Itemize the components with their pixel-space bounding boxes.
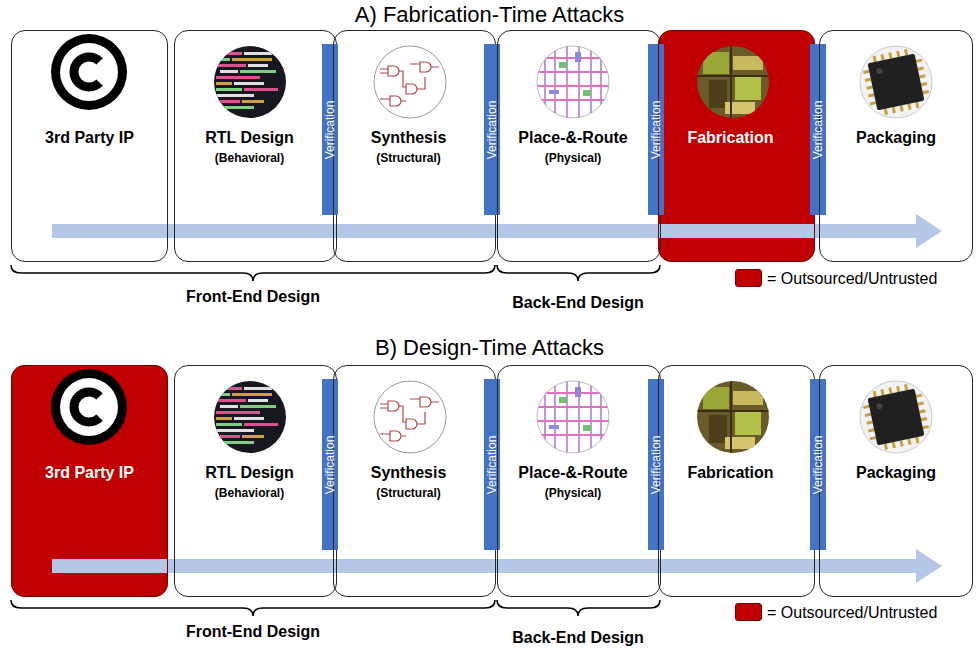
untrusted-stage-box: 3rd Party IP [11, 365, 168, 597]
stage-name: Fabrication [687, 463, 773, 482]
package-icon [860, 381, 932, 453]
untrusted-stage-box: Fabrication [658, 30, 815, 262]
stage-box: Synthesis (Structural) [333, 30, 496, 262]
legend-entry: = Outsourced/Untrusted [735, 603, 965, 623]
stage-name: Fabrication [687, 128, 773, 147]
panel-title: A) Fabrication-Time Attacks [0, 2, 979, 28]
die-icon [697, 381, 769, 453]
stage-name: Packaging [856, 128, 936, 147]
stage-box: RTL Design (Behavioral) [174, 30, 337, 262]
stage-name: Packaging [856, 463, 936, 482]
stage-name: Synthesis [371, 463, 447, 482]
verification-label: Verification [650, 435, 662, 494]
brace [11, 600, 495, 616]
brace [497, 600, 660, 616]
stage-name: 3rd Party IP [45, 128, 134, 147]
layout-icon [533, 377, 613, 457]
layout-icon [533, 42, 613, 122]
netlist-icon [374, 46, 446, 118]
stage-name: Place-&-Route [518, 128, 627, 147]
panel-title: B) Design-Time Attacks [0, 335, 979, 361]
verification-label: Verification [486, 435, 498, 494]
verification-label: Verification [812, 435, 824, 494]
stage-box: Packaging [819, 365, 973, 597]
bracket-label: Back-End Design [458, 628, 698, 647]
package-icon [860, 46, 932, 118]
stage-level: (Structural) [376, 486, 441, 500]
bracket-label: Front-End Design [133, 622, 373, 641]
stage-name: RTL Design [205, 463, 294, 482]
verification-box: Verification [648, 379, 664, 550]
verification-label: Verification [650, 100, 662, 159]
brace [497, 265, 660, 281]
legend-text: = Outsourced/Untrusted [767, 603, 937, 622]
stage-name: Synthesis [371, 128, 447, 147]
legend-entry: = Outsourced/Untrusted [735, 269, 965, 289]
stage-box: RTL Design (Behavioral) [174, 365, 337, 597]
stage-level: (Physical) [545, 486, 602, 500]
verification-label: Verification [486, 100, 498, 159]
stage-name: RTL Design [205, 128, 294, 147]
stage-box: 3rd Party IP [11, 30, 168, 262]
verification-box: Verification [322, 44, 338, 215]
legend-swatch [735, 269, 762, 287]
stage-box: Fabrication [658, 365, 815, 597]
copyright-icon [51, 369, 127, 445]
verification-box: Verification [810, 44, 826, 215]
stage-box: Place-&-Route (Physical) [497, 30, 661, 262]
verification-box: Verification [810, 379, 826, 550]
stage-name: Place-&-Route [518, 463, 627, 482]
code-icon [214, 46, 286, 118]
verification-box: Verification [648, 44, 664, 215]
verification-label: Verification [324, 435, 336, 494]
flow-arrow [52, 559, 918, 573]
netlist-icon [374, 381, 446, 453]
stage-box: Packaging [819, 30, 973, 262]
die-icon [697, 46, 769, 118]
flow-arrow [52, 224, 918, 238]
verification-box: Verification [322, 379, 338, 550]
verification-label: Verification [324, 100, 336, 159]
stage-name: 3rd Party IP [45, 463, 134, 482]
code-icon [214, 381, 286, 453]
stage-box: Synthesis (Structural) [333, 365, 496, 597]
legend-text: = Outsourced/Untrusted [767, 269, 937, 288]
bracket-label: Front-End Design [133, 287, 373, 306]
stage-level: (Behavioral) [215, 151, 284, 165]
stage-level: (Behavioral) [215, 486, 284, 500]
copyright-icon [51, 34, 127, 110]
stage-box: Place-&-Route (Physical) [497, 365, 661, 597]
legend-swatch [735, 603, 762, 621]
brace [11, 265, 495, 281]
bracket-label: Back-End Design [458, 293, 698, 312]
verification-label: Verification [812, 100, 824, 159]
stage-level: (Physical) [545, 151, 602, 165]
stage-level: (Structural) [376, 151, 441, 165]
